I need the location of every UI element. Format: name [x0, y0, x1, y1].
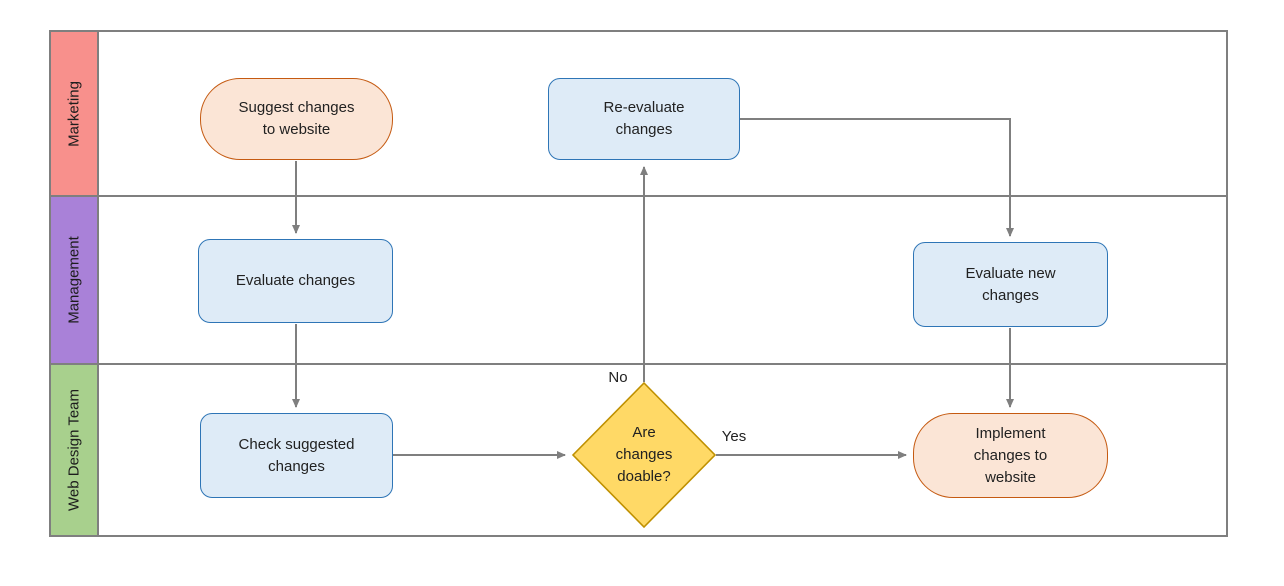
- edge-label-no: No: [608, 369, 628, 386]
- node-suggest-changes: Suggest changes to website: [200, 78, 393, 160]
- node-reevaluate-changes-label: Re-evaluate changes: [603, 99, 685, 138]
- lane-label-management: Management: [51, 197, 99, 363]
- lane-label-marketing: Marketing: [51, 32, 99, 195]
- node-reevaluate-changes: Re-evaluate changes: [548, 78, 740, 160]
- node-implement-changes: Implement changes to website: [913, 413, 1108, 498]
- node-suggest-changes-label: Suggest changes to website: [238, 99, 355, 138]
- lane-label-marketing-text: Marketing: [65, 80, 83, 147]
- node-are-changes-doable-label: Are changes doable?: [615, 424, 673, 485]
- node-evaluate-changes-label: Evaluate changes: [235, 272, 356, 289]
- node-evaluate-new-changes: Evaluate new changes: [913, 242, 1108, 327]
- edge-label-yes: Yes: [721, 428, 747, 445]
- node-check-suggested-changes: Check suggested changes: [200, 413, 393, 498]
- node-are-changes-doable: Are changes doable?: [594, 417, 694, 493]
- node-implement-changes-label: Implement changes to website: [973, 424, 1048, 486]
- lane-label-web-design-team-text: Web Design Team: [65, 388, 83, 512]
- node-evaluate-new-changes-label: Evaluate new changes: [965, 264, 1056, 304]
- lane-label-web-design-team: Web Design Team: [51, 365, 99, 535]
- lane-label-management-text: Management: [65, 236, 83, 324]
- node-check-suggested-changes-label: Check suggested changes: [238, 435, 355, 475]
- node-evaluate-changes: Evaluate changes: [198, 239, 393, 323]
